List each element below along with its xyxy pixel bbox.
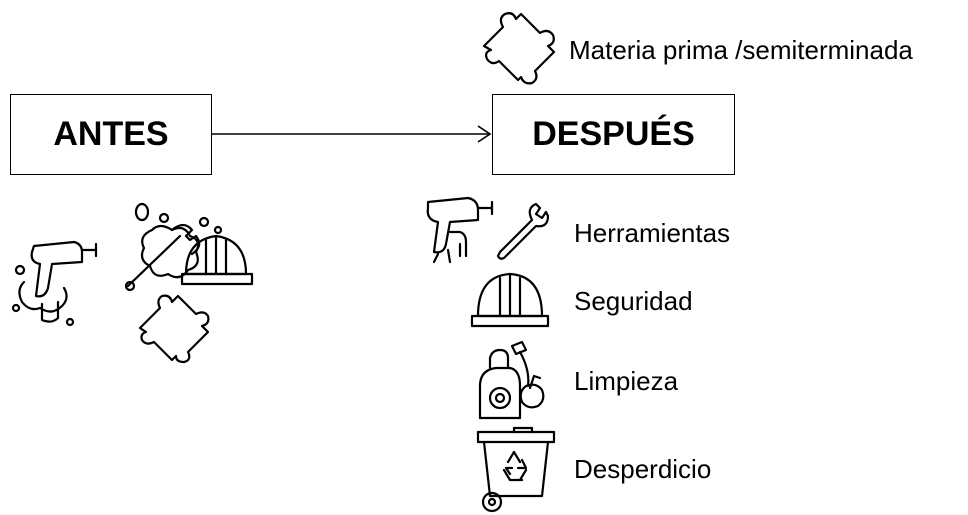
- category-label: Herramientas: [574, 218, 731, 248]
- after-label: DESPUÉS: [532, 115, 695, 153]
- raw-material-label: Materia prima /semiterminada: [569, 35, 913, 65]
- pressure-washer-icon: [478, 340, 545, 420]
- category-label: Desperdicio: [574, 454, 712, 484]
- puzzle-piece-icon: [482, 12, 556, 85]
- before-box: ANTES: [10, 94, 212, 175]
- before-label: ANTES: [53, 115, 169, 153]
- messy-tools-icon: [124, 202, 254, 364]
- hard-hat-icon: [470, 272, 550, 328]
- messy-drill-icon: [11, 240, 98, 327]
- category-label: Limpieza: [574, 366, 679, 396]
- drill-and-wrench-icon: [426, 196, 550, 264]
- after-box: DESPUÉS: [492, 94, 735, 175]
- category-label: Seguridad: [574, 286, 693, 316]
- recycle-bin-icon: [476, 426, 556, 513]
